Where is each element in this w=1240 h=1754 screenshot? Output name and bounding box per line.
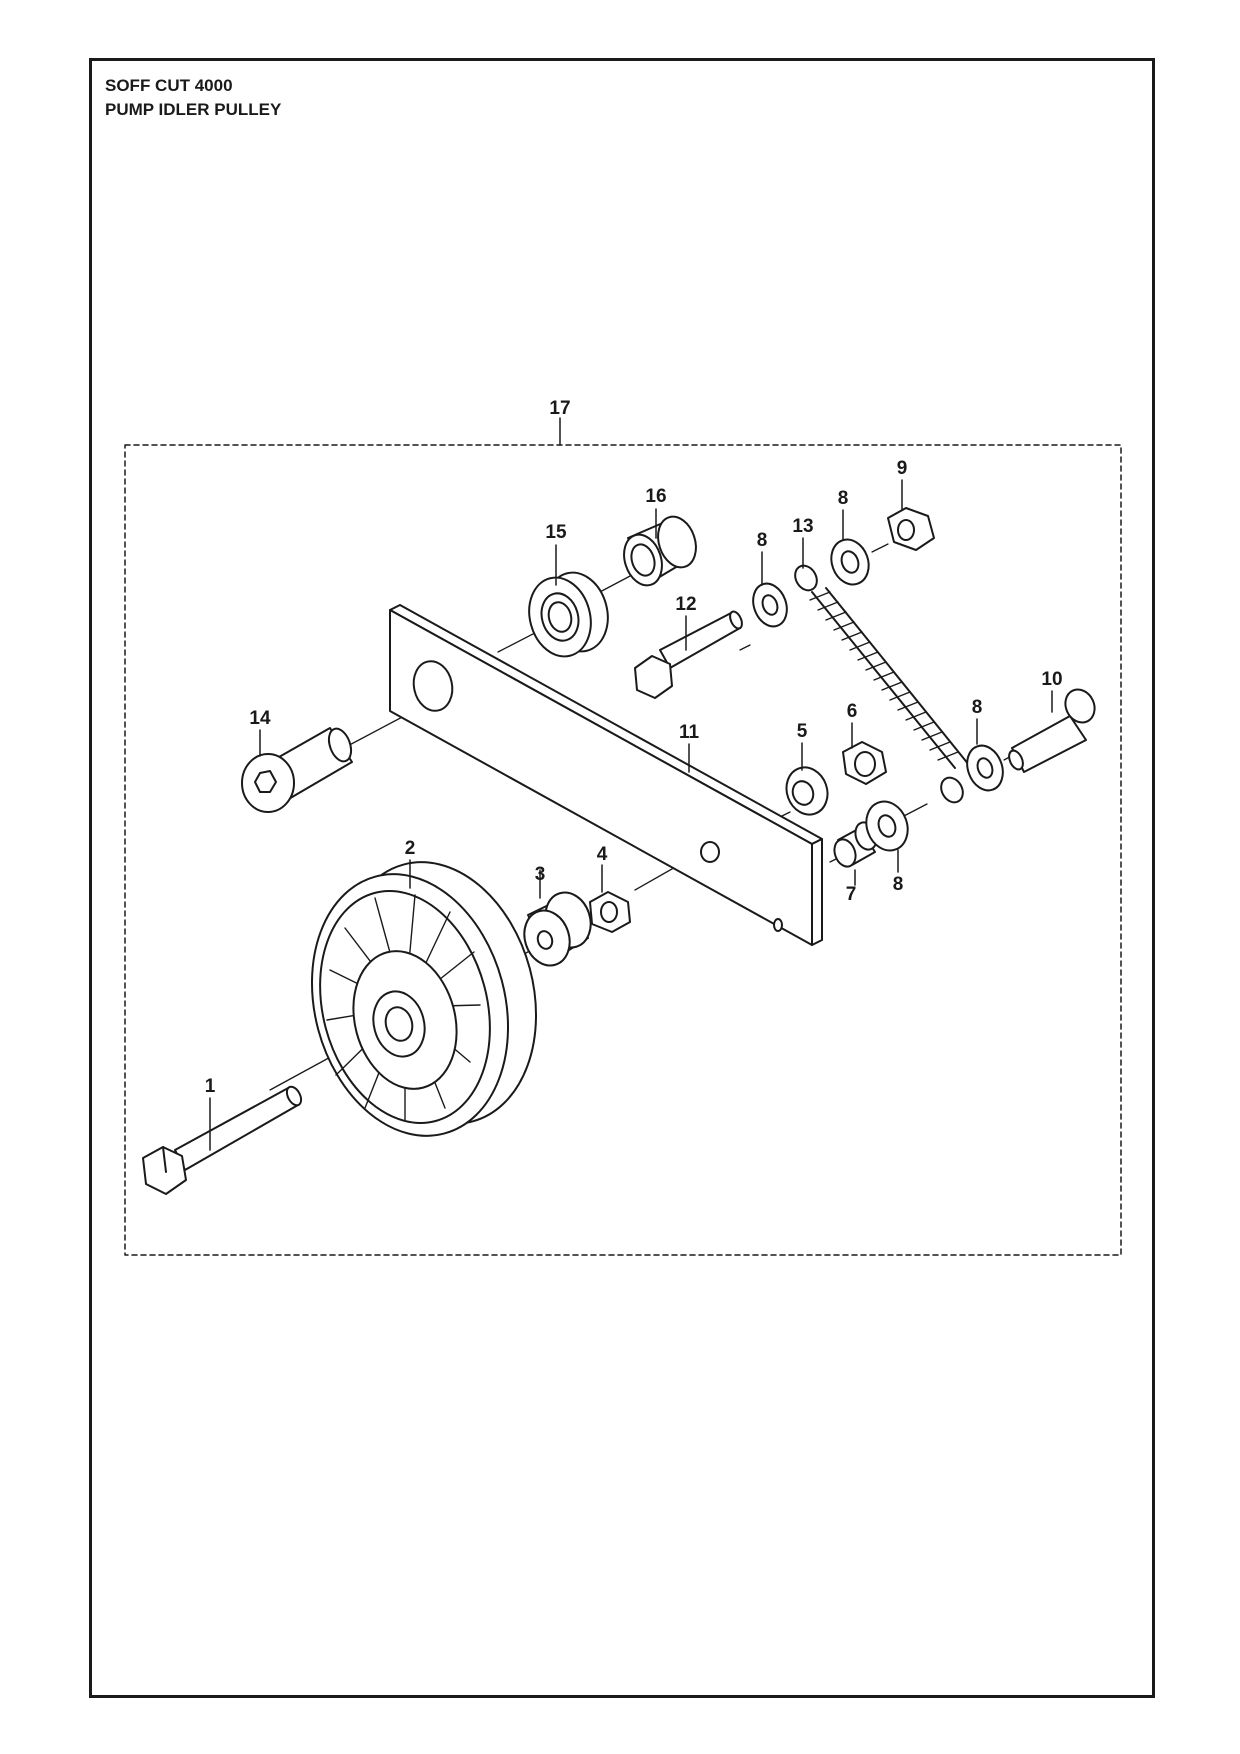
callout-13: 13 <box>792 516 813 537</box>
callout-16: 16 <box>645 486 666 507</box>
callout-11: 11 <box>679 722 700 743</box>
bolt-long <box>142 1085 303 1195</box>
callout-5: 5 <box>797 721 808 742</box>
callout-8: 8 <box>893 874 904 895</box>
bearing <box>528 571 609 658</box>
callout-labels: 17 16 15 9 8 13 8 12 10 14 11 5 6 8 2 3 … <box>205 398 1063 1097</box>
kit-boundary <box>124 444 1122 1256</box>
washer-upper-left <box>752 582 788 628</box>
callout-8: 8 <box>757 530 768 551</box>
shoulder-pin <box>1008 688 1096 773</box>
hex-nut-top <box>887 507 935 551</box>
washer-lower <box>865 800 909 852</box>
header: SOFF CUT 4000 PUMP IDLER PULLEY <box>105 74 281 122</box>
callout-1: 1 <box>205 1076 216 1097</box>
bolt-short <box>634 610 743 699</box>
callout-14: 14 <box>249 708 271 729</box>
callout-7: 7 <box>846 884 857 905</box>
mounting-plate <box>389 604 823 946</box>
callout-17: 17 <box>549 398 570 419</box>
idler-pulley <box>310 861 538 1137</box>
model-title: SOFF CUT 4000 <box>105 76 233 95</box>
callout-8: 8 <box>972 697 983 718</box>
callout-3: 3 <box>535 864 546 885</box>
hex-nut-mid <box>842 741 887 785</box>
assembly-title: PUMP IDLER PULLEY <box>105 100 282 119</box>
callout-8: 8 <box>838 488 849 509</box>
washer-upper-right <box>830 538 870 586</box>
callout-12: 12 <box>675 594 696 615</box>
sleeve <box>623 515 697 587</box>
washer-right <box>966 744 1004 792</box>
callout-4: 4 <box>597 844 608 865</box>
washer-mid <box>785 766 829 816</box>
callout-2: 2 <box>405 838 416 859</box>
callout-6: 6 <box>847 701 858 722</box>
tension-spring <box>794 564 970 804</box>
callout-10: 10 <box>1041 669 1062 690</box>
callout-15: 15 <box>545 522 567 543</box>
bushing <box>523 891 592 967</box>
shoulder-bolt <box>241 727 353 813</box>
page-frame <box>89 58 1155 1698</box>
hex-nut-lower <box>589 891 631 933</box>
leader-lines <box>209 479 1053 1151</box>
callout-9: 9 <box>897 458 908 479</box>
